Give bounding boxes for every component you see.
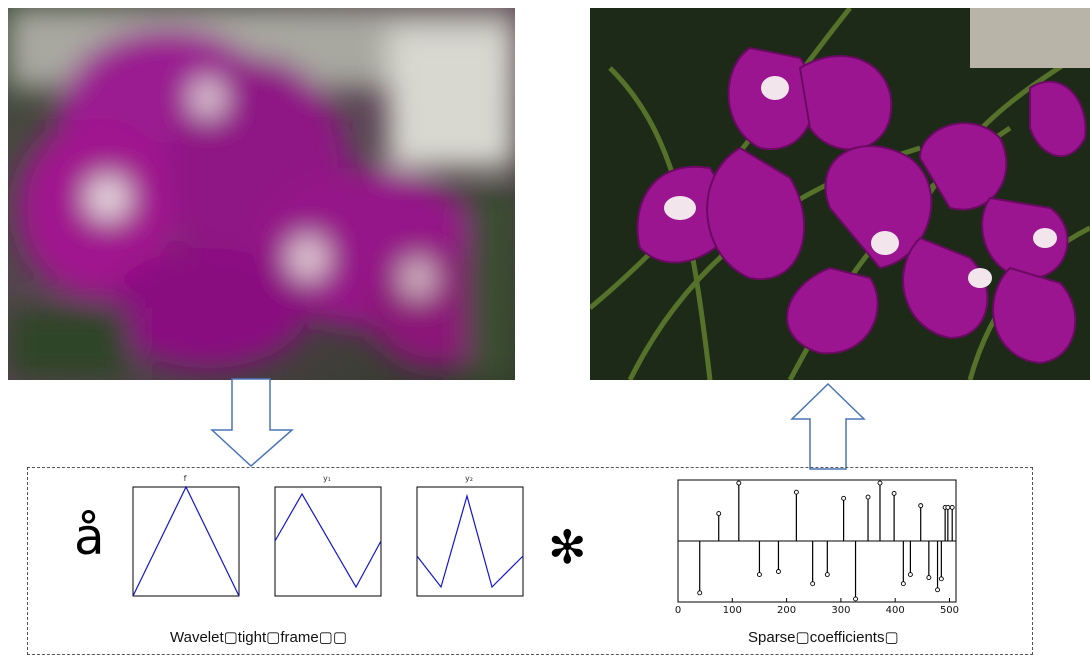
blurred-image — [8, 8, 515, 380]
x-tick-label-1: 100 — [723, 605, 742, 616]
frame-plot-f-title: f — [184, 474, 187, 483]
stem-marker-9 — [853, 596, 859, 602]
frame-plot-f: f — [132, 474, 240, 597]
restored-image — [590, 8, 1090, 380]
stem-marker-1 — [716, 511, 722, 516]
x-tick-label-5: 500 — [940, 605, 959, 616]
stem-marker-12 — [891, 490, 897, 496]
sparse-coefficients-caption: Sparse▢coefficients▢ — [748, 629, 899, 646]
x-tick-label-2: 200 — [777, 605, 796, 616]
stem-marker-21 — [949, 505, 955, 510]
sparse-coefficients-chart: 0 100 200 300 400 500 — [675, 479, 959, 616]
frame-plot-y2: y₂ — [416, 474, 524, 597]
stem-marker-2 — [736, 480, 742, 486]
stem-marker-3 — [756, 572, 762, 578]
convolution-symbol: ✻ — [548, 520, 587, 574]
stem-marker-5 — [793, 489, 799, 495]
stem-marker-8 — [841, 495, 847, 501]
x-tick-label-4: 400 — [886, 605, 905, 616]
x-tick-label-0: 0 — [675, 605, 681, 616]
up-arrow-icon — [790, 383, 866, 470]
stem-marker-4 — [775, 569, 781, 574]
x-tick-label-3: 300 — [831, 605, 850, 616]
frame-plot-y1: y₁ — [274, 474, 382, 597]
stem-marker-16 — [926, 575, 932, 581]
stem-marker-6 — [810, 581, 816, 587]
stem-marker-0 — [697, 590, 703, 596]
stem-marker-17 — [935, 587, 940, 593]
frame-plot-y1-title: y₁ — [323, 474, 331, 483]
stem-marker-18 — [938, 576, 944, 582]
frame-plot-y2-title: y₂ — [465, 474, 473, 483]
down-arrow-icon — [210, 378, 294, 468]
stem-marker-14 — [907, 572, 913, 578]
stem-marker-20 — [945, 505, 951, 510]
stem-marker-11 — [877, 480, 883, 486]
stem-marker-10 — [865, 494, 871, 500]
stem-marker-7 — [824, 572, 830, 578]
stem-marker-15 — [918, 503, 924, 509]
sum-symbol: å — [74, 508, 105, 566]
wavelet-frame-caption: Wavelet▢tight▢frame▢▢ — [170, 629, 348, 646]
stem-marker-13 — [900, 581, 906, 587]
